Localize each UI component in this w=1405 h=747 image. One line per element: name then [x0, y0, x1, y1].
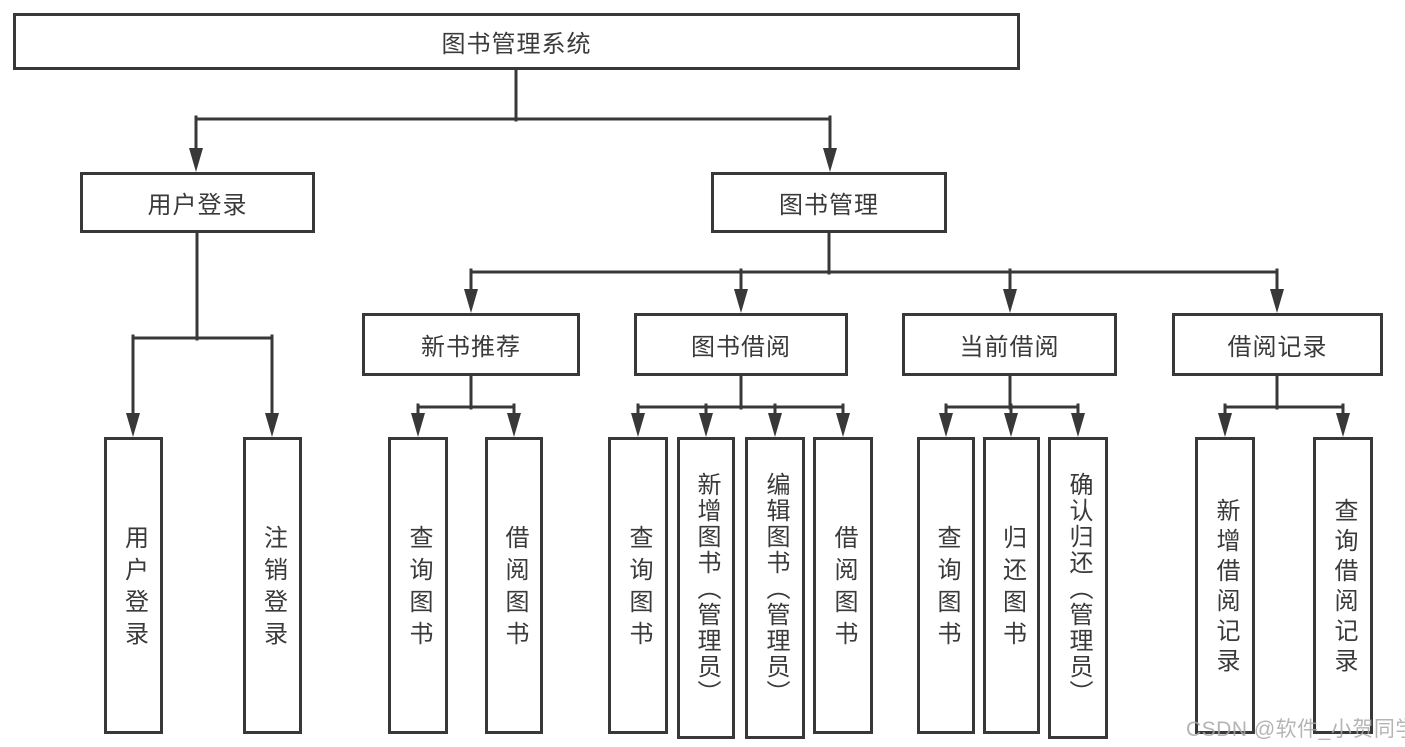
node-book-borrow-label: 图书借阅	[691, 334, 791, 361]
node-borrow-books-leaf-label: 借阅图书	[830, 524, 857, 653]
node-query-books-recommend: 查询图书	[388, 437, 448, 734]
node-new-book-recommend: 新书推荐	[362, 313, 580, 376]
node-edit-book-admin-label: 编辑图书（管理员）	[762, 472, 789, 706]
node-book-management: 图书管理	[711, 172, 947, 233]
connector-new-book-recommend-children	[411, 374, 521, 437]
node-edit-book-admin: 编辑图书（管理员）	[745, 437, 805, 739]
node-current-borrow: 当前借阅	[902, 313, 1117, 376]
node-query-books-current: 查询图书	[917, 437, 975, 734]
connector-user-login-children	[126, 231, 279, 437]
node-borrow-books-recommend: 借阅图书	[485, 437, 543, 734]
connector-borrow-records-children	[1218, 374, 1350, 437]
node-user-login: 用户登录	[80, 172, 315, 233]
node-query-books-borrow: 查询图书	[608, 437, 668, 734]
node-user-login-leaf-label: 用户登录	[120, 524, 148, 653]
connector-book-management-children	[464, 231, 1284, 313]
node-add-book-admin: 新增图书（管理员）	[677, 437, 735, 739]
node-add-borrow-record: 新增借阅记录	[1195, 437, 1255, 734]
node-current-borrow-label: 当前借阅	[959, 334, 1060, 361]
node-query-books-recommend-label: 查询图书	[405, 524, 432, 653]
node-user-login-label: 用户登录	[147, 192, 248, 219]
connector-root-to-level2	[189, 68, 837, 172]
connector-book-borrow-children	[631, 374, 850, 437]
node-return-book-label: 归还图书	[998, 524, 1026, 653]
node-add-borrow-record-label: 新增借阅记录	[1212, 497, 1239, 678]
node-borrow-records-label: 借阅记录	[1227, 334, 1328, 361]
node-book-borrow: 图书借阅	[634, 313, 848, 376]
node-query-borrow-record: 查询借阅记录	[1313, 437, 1373, 734]
node-confirm-return-admin-label: 确认归还（管理员）	[1065, 472, 1092, 706]
node-borrow-records: 借阅记录	[1172, 313, 1383, 376]
node-query-books-current-label: 查询图书	[933, 524, 960, 653]
connector-current-borrow-children	[939, 374, 1085, 437]
node-user-login-leaf: 用户登录	[104, 437, 163, 734]
csdn-watermark: CSDN @软件_小贺同学	[1186, 718, 1405, 741]
node-book-management-label: 图书管理	[779, 192, 879, 219]
node-borrow-books-recommend-label: 借阅图书	[501, 524, 528, 653]
node-logout: 注销登录	[243, 437, 302, 734]
node-new-book-recommend-label: 新书推荐	[421, 334, 521, 361]
node-confirm-return-admin: 确认归还（管理员）	[1048, 437, 1108, 739]
node-query-books-borrow-label: 查询图书	[625, 524, 652, 653]
node-logout-label: 注销登录	[259, 524, 287, 653]
node-add-book-admin-label: 新增图书（管理员）	[693, 472, 720, 706]
node-borrow-books-leaf: 借阅图书	[813, 437, 873, 734]
node-return-book: 归还图书	[983, 437, 1040, 734]
node-query-borrow-record-label: 查询借阅记录	[1330, 497, 1357, 678]
node-root-label: 图书管理系统	[441, 31, 592, 58]
node-root: 图书管理系统	[13, 13, 1020, 70]
